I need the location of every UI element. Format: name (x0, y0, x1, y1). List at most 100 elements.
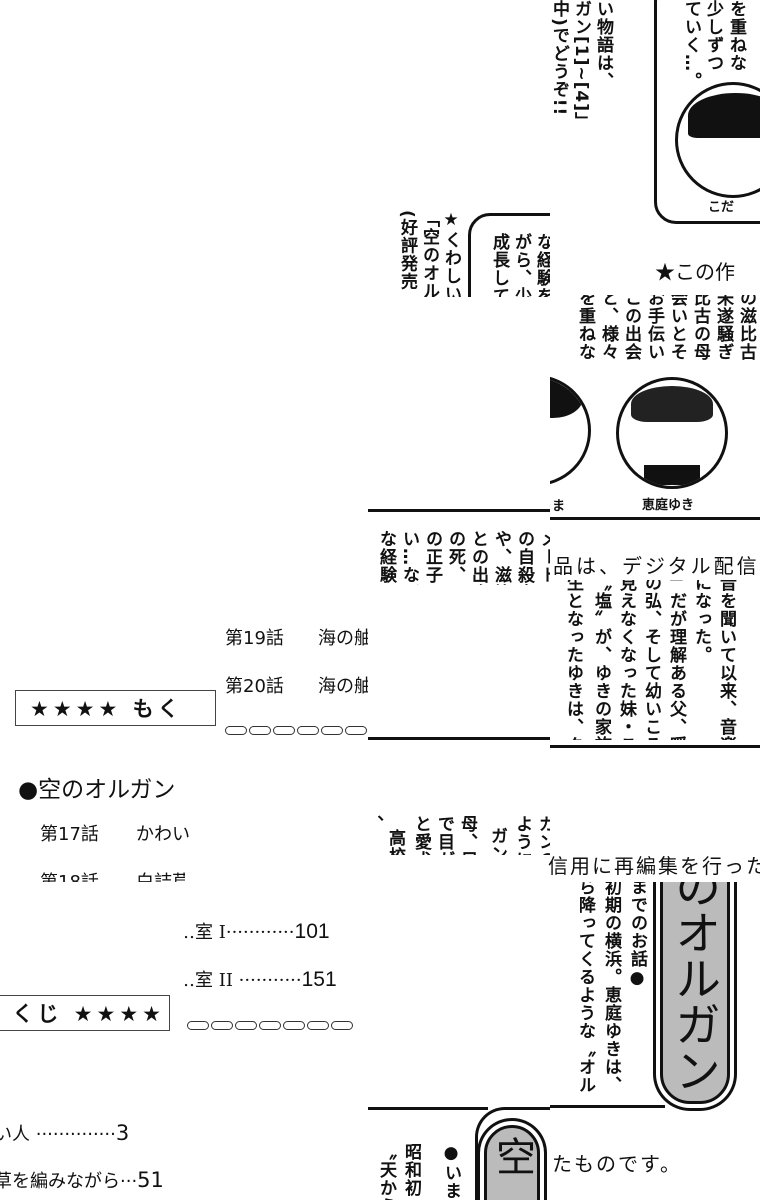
promo-col: ガン[1]~[4]」 (571, 0, 591, 130)
text-col: や、滋比 (491, 530, 511, 585)
top-right-panel: い物語は、 ガン[1]~[4]」 中)でどうぞ!! を重ねな 少しずつ ていく…… (550, 0, 760, 232)
text-col: 母、兄の (457, 815, 477, 855)
portrait-label: 恵庭ゆき (642, 498, 695, 513)
promo-col: い物語は、 (593, 0, 613, 90)
promo-col: ★くわしい (441, 210, 461, 297)
toc-title[interactable]: かわい (136, 824, 190, 845)
text-col: 」だが理解ある父、暖かい (666, 580, 686, 740)
text-col: の自殺未 (514, 530, 534, 585)
toc-header: ★★★★ もく (30, 697, 183, 721)
text-col: 会いとそ (667, 295, 687, 361)
chain-ornament (225, 726, 367, 736)
notice-line: 品は、デジタル配信 (553, 554, 760, 578)
toc-row-cut: 第18話 白詰草 (0, 860, 185, 882)
notice-line: たものです。 (552, 1152, 682, 1176)
text-col: 見えなくなった妹・こだま (616, 580, 636, 740)
bordered-box (654, 0, 760, 224)
text-col: お手伝い (644, 295, 664, 361)
toc-header-box: くじ ★★★★ (0, 995, 170, 1031)
text-col: と、様々 (598, 295, 618, 361)
box-col: 少しずつ (703, 0, 723, 72)
synopsis-panel: ●いまま 昭和初 〝天から 空 (360, 1085, 550, 1200)
text-col: 未遂騒ぎ (713, 295, 733, 361)
text-col: この出会 (621, 295, 641, 361)
box-col: を重ねな (726, 0, 746, 72)
curved-frame (475, 1107, 550, 1200)
toc-episode[interactable]: 第20話 (225, 676, 284, 697)
toc-right-panel: 第19話 海の舳 第20話 海の舳 (200, 578, 368, 738)
chain-ornament (187, 1021, 353, 1031)
box-col: 成長して (489, 233, 509, 297)
portrait-label: こだ (708, 200, 735, 215)
divider (368, 1107, 488, 1110)
text-col: 高校生 (384, 829, 406, 855)
text-col: までのお話● (627, 882, 647, 989)
text-col: になった。 (691, 580, 711, 664)
series-title: ●空のオルガン (18, 777, 176, 803)
toc-header-box: ★★★★ もく (15, 690, 216, 726)
series-title-vertical: 空 (489, 1136, 535, 1176)
promo-col: 中)でどうぞ!! (550, 0, 569, 117)
text-col: との出会 (468, 530, 488, 585)
toc-entry[interactable]: 草を編みながら···51 (0, 1168, 164, 1192)
title-box: 空 (484, 1125, 540, 1200)
character-portrait-kodama (675, 82, 760, 198)
toc-title[interactable]: 海の舳 (318, 676, 368, 697)
bordered-box (468, 213, 550, 297)
characters-panel: の滋比古 未遂騒ぎ 比古の母 会いとそ お手伝い この出会 と、様々 を重ねな … (550, 295, 760, 517)
toc-episode[interactable]: 第17話 (40, 824, 99, 845)
text-col: ガンコ (487, 827, 507, 855)
divider (550, 1105, 665, 1108)
title-box: のオルガン (660, 882, 730, 1104)
text-col: の滋比古 (736, 295, 756, 361)
promo-panel: ★くわしい 「空のオル (好評発売 な経験を重ね がら、少 成長して (360, 205, 550, 297)
text-col: ら降ってくるような〝オル (575, 882, 595, 1094)
divider (550, 745, 760, 748)
text-col: ように (512, 815, 532, 855)
toc-title[interactable]: 白詰草 (136, 868, 185, 882)
toc-entry-cut: 草を編みながら···51 (0, 1165, 200, 1200)
text-col: を重ねな (575, 295, 595, 361)
toc-entry[interactable]: い人 ··············3 (0, 1121, 130, 1145)
series-title-vertical: のオルガン (668, 882, 722, 1093)
text-col: と愛犬 (411, 815, 431, 855)
divider (368, 737, 550, 740)
toc-header: くじ ★★★★ (12, 1002, 165, 1026)
notice-line: 信用に再編集を行った (548, 854, 760, 878)
toc-title[interactable]: 海の舳 (318, 628, 368, 649)
text-col: 〝天から (376, 1143, 396, 1200)
promo-col: (好評発売 (397, 210, 417, 291)
text-col: 比古の母 (690, 295, 710, 361)
text-col: 生となったゆきは、クラス (563, 580, 583, 740)
text-col: の弘、そして幼いころ熱病 (641, 580, 661, 740)
story-panel: ガンの音 ように ガンコ 母、兄の で目が見 と愛犬 高校生 、 (360, 815, 550, 855)
toc-entry[interactable]: …室 II ···········151 (185, 968, 337, 991)
toc-entries-panel: …室 I············101 …室 II ···········151 (185, 885, 360, 1035)
synopsis-panel: までのお話● 初期の横浜。恵庭ゆきは、 ら降ってくるような〝オル のオルガン (550, 882, 760, 1112)
divider (550, 517, 760, 520)
box-col: な経験を重ね (533, 233, 550, 297)
text-col: な経験を (376, 530, 396, 585)
promo-col: 「空のオル (419, 210, 439, 297)
text-col: ●いまま (441, 1143, 461, 1200)
character-portrait-yuki (616, 377, 728, 489)
text-col: 音を聞いて以来、音楽を志 (716, 580, 736, 740)
portrait-label: ま (552, 499, 566, 514)
text-col: の死、そ (445, 530, 465, 585)
text-col: で目が見 (434, 815, 454, 855)
toc-episode[interactable]: 第18話 (40, 868, 99, 882)
notice-heading: ★この作 (655, 260, 735, 284)
box-col: がら、少 (511, 233, 531, 297)
divider (368, 509, 550, 512)
text-col: い…など (399, 530, 419, 585)
text-col: 初期の横浜。恵庭ゆきは、 (601, 882, 621, 1094)
text-col: ガンの音 (535, 815, 550, 855)
toc-episode[interactable]: 第19話 (225, 628, 284, 649)
text-col: 昭和初 (401, 1143, 421, 1197)
text-col: 〝塩〟が、ゆきの家族。 (591, 580, 611, 740)
text-col: 、 (363, 815, 383, 833)
toc-entry[interactable]: …室 I············101 (185, 920, 330, 943)
box-col: ていく…。 (681, 0, 701, 90)
